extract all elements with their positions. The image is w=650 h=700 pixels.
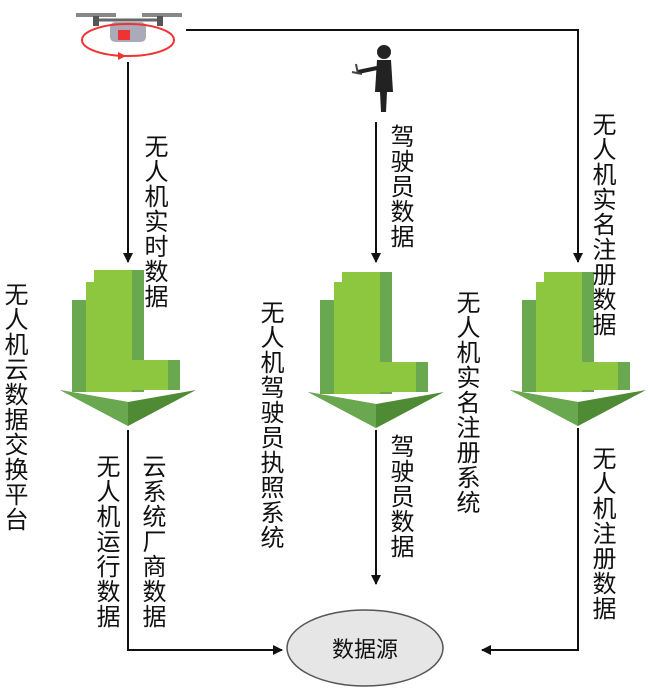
arrow-registration-to-source xyxy=(481,428,579,655)
data-source-ellipse xyxy=(286,609,444,687)
server-building-icon xyxy=(308,272,444,428)
data-source-label: 数据源 xyxy=(331,638,398,663)
pilot-data-bottom-label: 驾驶员数据 xyxy=(386,434,414,559)
drone-register-data-label: 无人机注册数据 xyxy=(588,446,616,621)
server-building-icon xyxy=(510,272,646,426)
pilot-license-system-label: 无人机驾驶员执照系统 xyxy=(256,300,284,550)
server-building-icon xyxy=(60,270,196,426)
drone-realtime-data-label: 无人机实时数据 xyxy=(140,134,168,309)
pilot-data-top-label: 驾驶员数据 xyxy=(386,124,414,249)
arrow-drone-to-registration xyxy=(186,29,583,263)
drone-icon xyxy=(76,13,182,60)
cloud-vendor-data-label: 云系统厂商数据 xyxy=(138,454,166,629)
cloud-platform-label: 无人机云数据交换平台 xyxy=(0,282,28,532)
arrow-platform-to-source xyxy=(127,430,283,655)
drone-registration-data-label: 无人机实名注册数据 xyxy=(588,112,616,337)
person-icon xyxy=(351,45,393,112)
drone-operation-data-label: 无人机运行数据 xyxy=(92,454,120,629)
registration-system-label: 无人机实名注册系统 xyxy=(452,290,480,515)
